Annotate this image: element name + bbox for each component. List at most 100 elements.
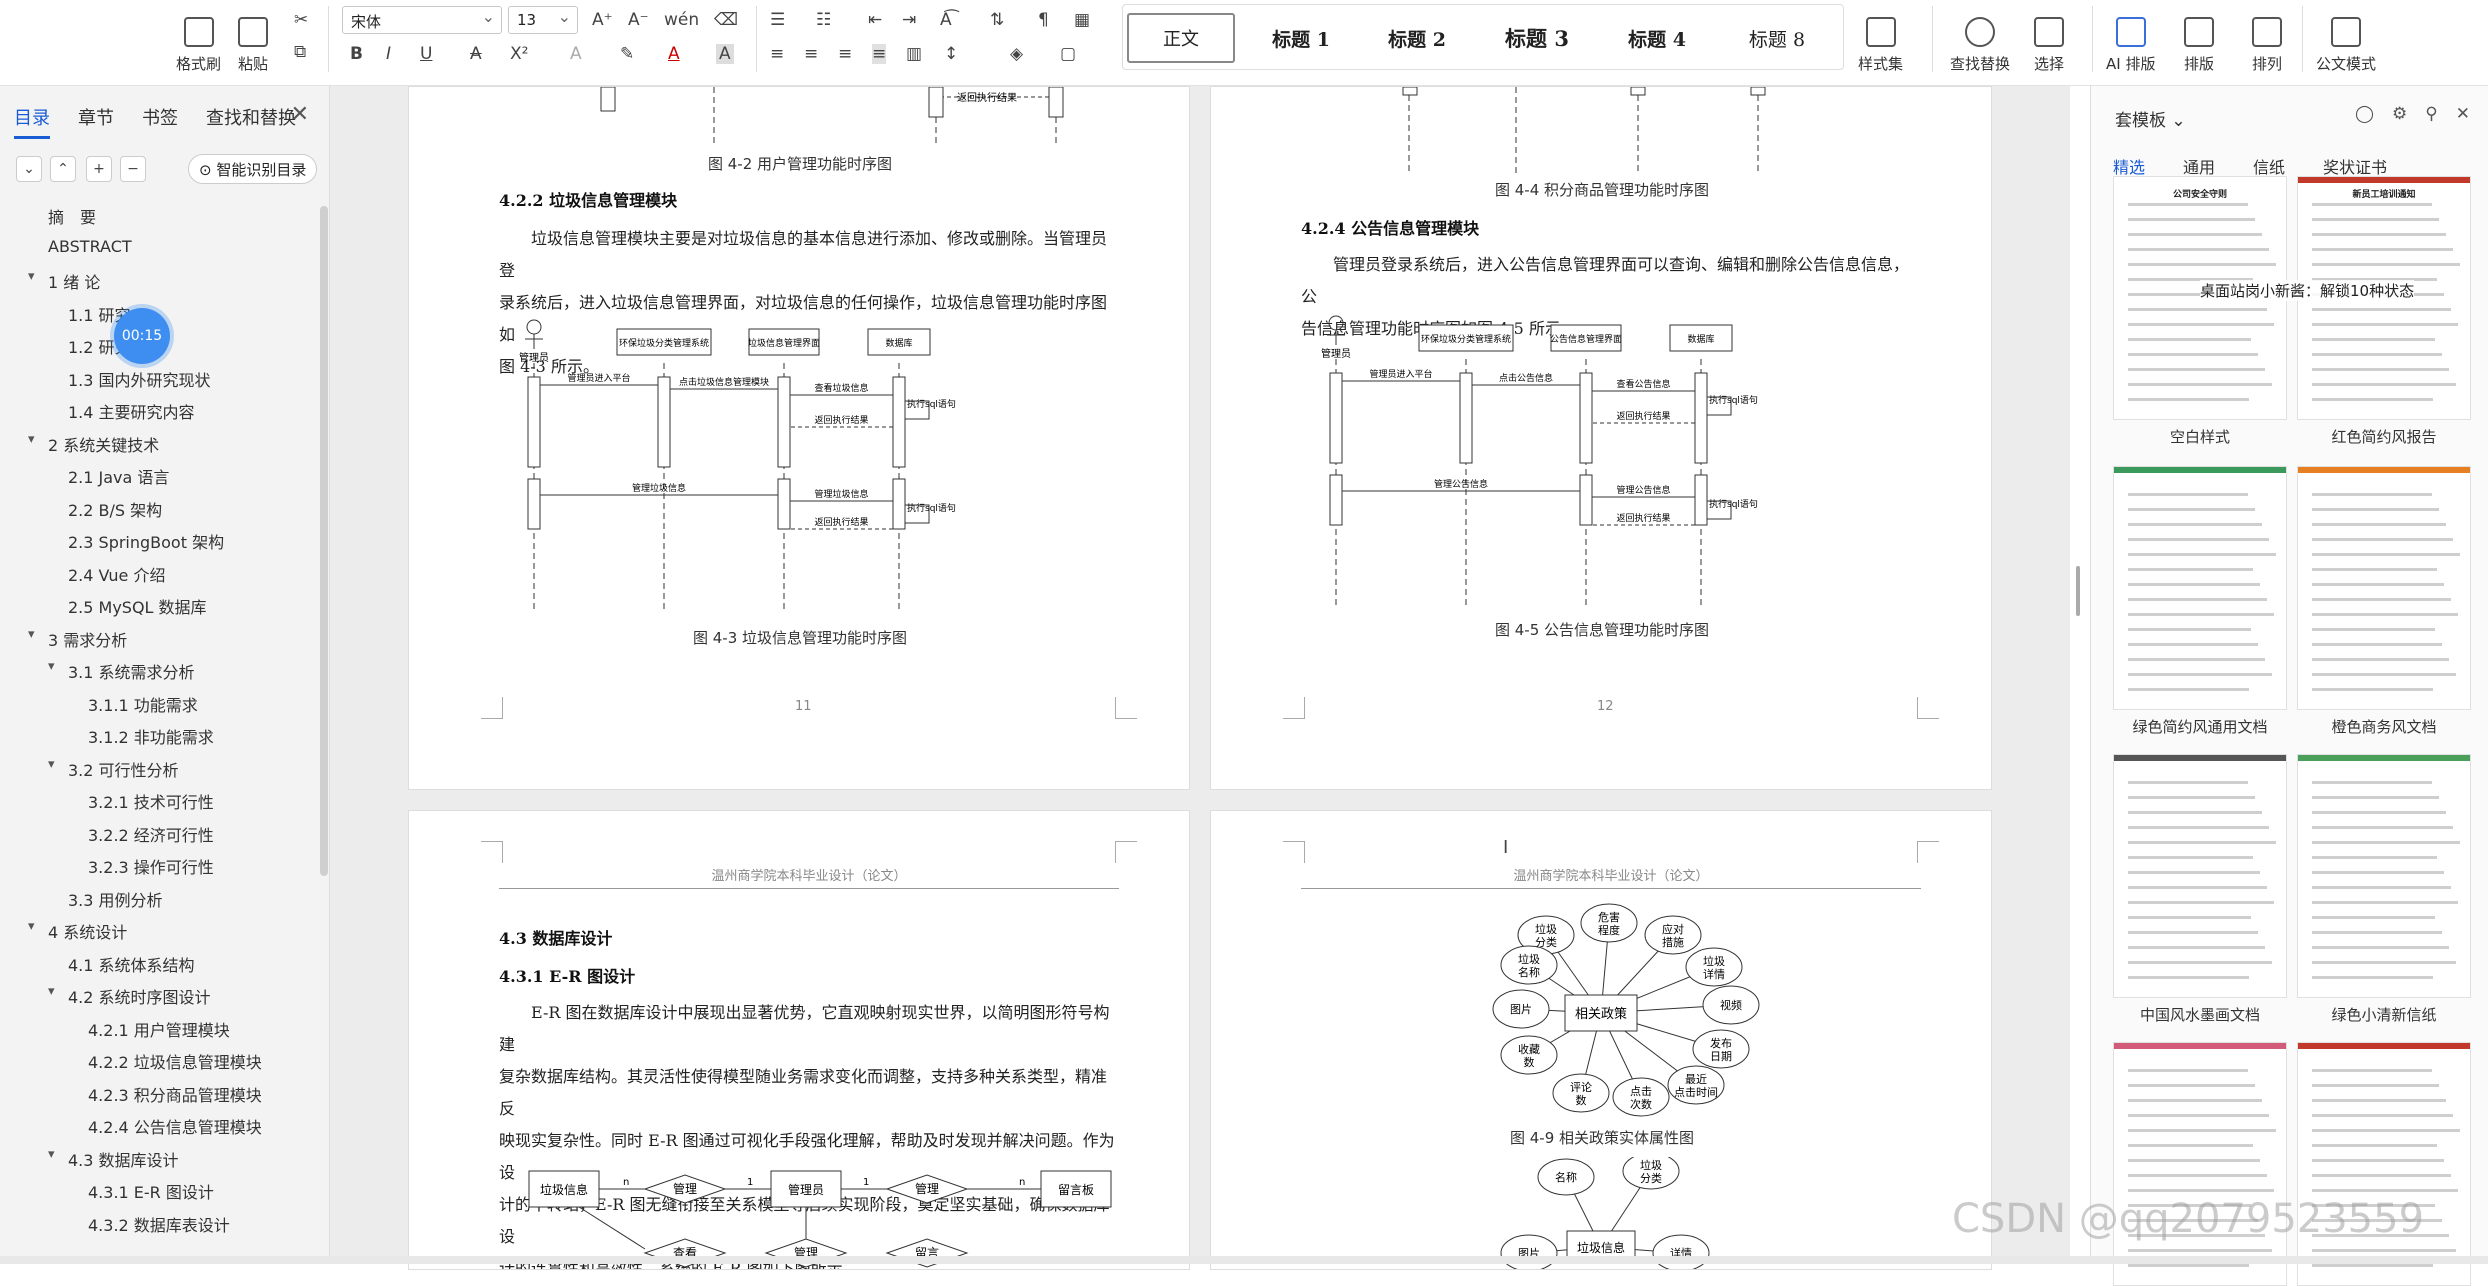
tab-general[interactable]: 通用 (2183, 158, 2216, 177)
comment-icon[interactable]: ◯ (2355, 104, 2375, 124)
template-thumbnail[interactable] (2297, 754, 2471, 998)
add-heading-icon[interactable]: + (86, 156, 112, 182)
document-scrollbar[interactable] (2072, 86, 2084, 1256)
superscript-icon[interactable]: X² (510, 44, 529, 64)
tab-letter-paper[interactable]: 信纸 (2253, 158, 2286, 177)
tab-certificates[interactable]: 奖状证书 (2323, 158, 2388, 177)
official-mode-button[interactable]: 公文模式 (2316, 4, 2376, 74)
align-center-icon[interactable]: ≡ (804, 44, 819, 64)
template-label[interactable]: 绿色简约风通用文档 (2132, 718, 2268, 736)
toc-item[interactable]: 4.3.2 数据库表设计 (88, 1212, 230, 1236)
shading-icon[interactable]: ◈ (1010, 44, 1024, 64)
toc-item[interactable]: ▾4.3 数据库设计 (48, 1147, 179, 1171)
chinese-layout-icon[interactable]: A͡ (940, 10, 952, 30)
shrink-font-icon[interactable]: A⁻ (628, 10, 649, 30)
increase-indent-icon[interactable]: ⇥ (902, 10, 917, 30)
page-14[interactable]: 温州商学院本科毕业设计（论文） I 相关政策垃圾分类危害程度应对措施垃圾详情视频… (1210, 810, 1992, 1270)
font-color-icon[interactable]: A (668, 44, 680, 64)
template-label[interactable]: 绿色小清新信纸 (2331, 1006, 2437, 1024)
toc-item[interactable]: 3.1.1 功能需求 (88, 692, 198, 716)
pin-icon[interactable]: ⚲ (2425, 104, 2438, 124)
desktop-pet-notice[interactable]: 桌面站岗小新酱：解锁10种状态 (2200, 280, 2415, 301)
table-grid-icon[interactable]: ▦ (1074, 10, 1091, 30)
toc-item[interactable]: 3.2.1 技术可行性 (88, 789, 214, 813)
page-11[interactable]: 返回执行结果 图 4-2 用户管理功能时序图 4.2.2 垃圾信息管理模块 垃圾… (408, 86, 1190, 790)
highlight-icon[interactable]: ✎ (620, 44, 635, 64)
align-left-icon[interactable]: ≡ (770, 44, 785, 64)
bold-icon[interactable]: B (350, 44, 363, 64)
ai-layout-button[interactable]: AI 排版 (2106, 4, 2155, 74)
toc-item[interactable]: 摘 要 (48, 204, 96, 228)
bullet-list-icon[interactable]: ☰ (770, 10, 786, 30)
toc-item[interactable]: 3.2.2 经济可行性 (88, 822, 214, 846)
expand-arrow-icon[interactable]: ▾ (48, 1146, 55, 1162)
smart-toc-button[interactable]: ⊙ 智能识别目录 (188, 154, 318, 184)
template-thumbnail[interactable] (2113, 466, 2287, 710)
toc-item[interactable]: 4.2.1 用户管理模块 (88, 1017, 230, 1041)
format-painter-button[interactable]: 格式刷 (176, 4, 221, 74)
expand-arrow-icon[interactable]: ▾ (28, 269, 35, 284)
scroll-thumb[interactable] (2076, 566, 2080, 616)
style-heading-8[interactable]: 标题 8 (1748, 28, 1806, 51)
close-icon[interactable]: ✕ (2455, 104, 2470, 124)
style-normal[interactable]: 正文 (1127, 13, 1235, 63)
underline-icon[interactable]: U (420, 44, 433, 64)
toc-item[interactable]: 4.3.1 E-R 图设计 (88, 1179, 214, 1203)
find-replace-button[interactable]: 查找替换 (1950, 4, 2010, 74)
line-spacing-icon[interactable]: ↕ (944, 44, 959, 64)
font-settings-icon[interactable]: wén (664, 10, 700, 30)
toc-item[interactable]: 2.2 B/S 架构 (68, 497, 162, 521)
toc-item[interactable]: 2.3 SpringBoot 架构 (68, 529, 224, 553)
template-thumbnail[interactable] (2297, 466, 2471, 710)
remove-heading-icon[interactable]: − (120, 156, 146, 182)
style-set-button[interactable]: 样式集 (1858, 4, 1903, 74)
font-size-select[interactable]: 13 (508, 6, 578, 34)
expand-icon[interactable]: ⌃ (50, 156, 76, 182)
expand-arrow-icon[interactable]: ▾ (48, 984, 55, 999)
toc-item[interactable]: 3.2.3 操作可行性 (88, 854, 214, 878)
italic-icon[interactable]: I (386, 44, 392, 64)
font-name-select[interactable]: 宋体 (342, 6, 502, 34)
template-label[interactable]: 橙色商务风文档 (2331, 718, 2437, 736)
collapse-icon[interactable]: ⌄ (16, 156, 42, 182)
timer-badge[interactable]: 00:15 (114, 308, 170, 364)
template-thumbnail[interactable] (2113, 1042, 2287, 1286)
style-heading-1[interactable]: 标题 1 (1272, 28, 1330, 51)
select-button[interactable]: 选择 (2034, 4, 2064, 74)
toc-item[interactable]: 1.3 国内外研究现状 (68, 367, 211, 391)
expand-arrow-icon[interactable]: ▾ (28, 919, 35, 934)
strikethrough-icon[interactable]: A (470, 44, 482, 64)
toc-item[interactable]: ▾1 绪 论 (28, 269, 100, 293)
toc-item[interactable]: ▾4 系统设计 (28, 919, 127, 943)
char-shading-icon[interactable]: A (716, 44, 734, 64)
toc-item[interactable]: ▾4.2 系统时序图设计 (48, 984, 211, 1008)
toc-item[interactable]: 4.1 系统体系结构 (68, 952, 195, 976)
template-label[interactable]: 中国风水墨画文档 (2139, 1006, 2260, 1024)
grow-font-icon[interactable]: A⁺ (592, 10, 613, 30)
template-thumbnail[interactable] (2113, 754, 2287, 998)
toc-item[interactable]: 2.4 Vue 介绍 (68, 562, 165, 586)
decrease-indent-icon[interactable]: ⇤ (868, 10, 883, 30)
template-panel-title[interactable]: 套模板 ⌄ (2115, 111, 2186, 131)
cut-icon[interactable]: ✂ (294, 10, 309, 30)
distributed-icon[interactable]: ▥ (906, 44, 923, 64)
toc-item[interactable]: ▾3.1 系统需求分析 (48, 659, 195, 683)
template-thumbnail[interactable] (2297, 1042, 2471, 1286)
toc-item[interactable]: 4.2.4 公告信息管理模块 (88, 1114, 262, 1138)
show-marks-icon[interactable]: ¶ (1038, 10, 1049, 30)
clear-format-icon[interactable]: ⌫ (714, 10, 739, 30)
tab-chapters[interactable]: 章节 (78, 108, 114, 129)
tab-toc[interactable]: 目录 (14, 104, 50, 139)
paste-button[interactable]: 粘贴 (238, 4, 268, 74)
template-label[interactable]: 红色简约风报告 (2331, 428, 2437, 446)
gear-icon[interactable]: ⚙ (2392, 104, 2408, 124)
text-effect-icon[interactable]: A (570, 44, 582, 64)
layout-button[interactable]: 排版 (2184, 4, 2214, 74)
expand-arrow-icon[interactable]: ▾ (48, 659, 55, 674)
toc-item[interactable]: ▾2 系统关键技术 (28, 432, 159, 456)
style-heading-4[interactable]: 标题 4 (1628, 28, 1686, 51)
page-12[interactable]: 图 4-4 积分商品管理功能时序图 4.2.4 公告信息管理模块 管理员登录系统… (1210, 86, 1992, 790)
toc-item[interactable]: 4.2.3 积分商品管理模块 (88, 1082, 262, 1106)
arrange-button[interactable]: 排列 (2252, 4, 2282, 74)
sort-icon[interactable]: ⇅ (990, 10, 1005, 30)
